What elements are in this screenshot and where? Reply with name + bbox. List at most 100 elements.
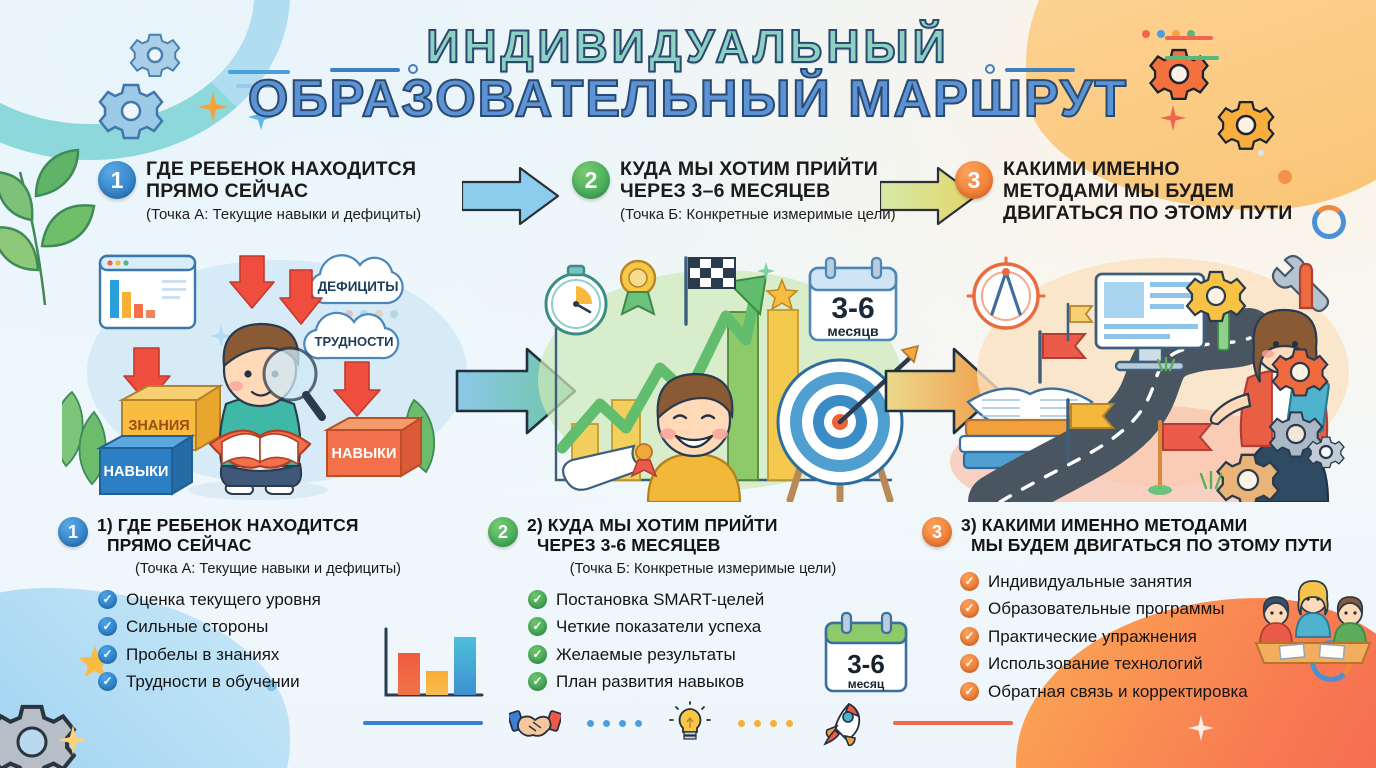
list-item: ✓ Пробелы в знаниях (98, 641, 478, 669)
summary-heading-1-line2: ПРЯМО СЕЙЧАС (106, 535, 252, 556)
flag-marker-red-1 (1038, 330, 1088, 384)
list-item-label: Образовательные программы (988, 599, 1225, 619)
summary-heading-2-line2: ЧЕРЕЗ 3-6 МЕСЯЦЕВ (536, 535, 721, 556)
step-heading-3-line3: ДВИГАТЬСЯ ПО ЭТОМУ ПУТИ (1003, 202, 1293, 225)
step-heading-3-line2: МЕТОДАМИ МЫ БУДЕМ (1003, 180, 1235, 203)
open-book-icon (208, 429, 312, 469)
footer-dots-right (738, 719, 793, 727)
arrow-down-red-1 (229, 255, 275, 309)
illustration-panel-3 (950, 254, 1349, 502)
illustration-panel-2: 3-6 месяцв (538, 256, 920, 502)
cloud-difficulties: ТРУДНОСТИ (303, 311, 400, 360)
cloud-label-deficits: ДЕФИЦИТЫ (318, 279, 399, 294)
step-heading-1-line2: ПРЯМО СЕЙЧАС (146, 180, 309, 203)
summary-block-3: 3 3) КАКИМИ ИМЕННО МЕТОДАМИ МЫ БУДЕМ ДВИ… (922, 515, 1372, 706)
cloud-deficits: ДЕФИЦИТЫ (309, 254, 404, 305)
lightbulb-icon (669, 701, 711, 740)
title-line-2: ОБРАЗОВАТЕЛЬНЫЙ МАРШРУТ (247, 70, 1129, 129)
check-icon: ✓ (528, 672, 547, 692)
mini-calendar-big: 3-6 (847, 649, 885, 679)
footer-decor-strip (0, 700, 1376, 746)
list-item-label: Трудности в обучении (126, 672, 300, 692)
check-icon: ✓ (960, 571, 979, 591)
check-icon: ✓ (98, 589, 117, 609)
mini-calendar-icon: 3-6 месяц (824, 611, 908, 693)
header-arrow-2-to-3 (880, 166, 978, 226)
footer-dots-left (587, 719, 642, 727)
medal-icon (619, 259, 657, 316)
calendar-3-6-months: 3-6 месяцв (808, 256, 898, 342)
check-icon: ✓ (98, 617, 117, 637)
summary-heading-1-line1: 1) ГДЕ РЕБЕНОК НАХОДИТСЯ (97, 515, 359, 535)
list-item: ✓ Образовательные программы (960, 595, 1367, 623)
step-header-3: 3 КАКИМИ ИМЕННО МЕТОДАМИ МЫ БУДЕМ ДВИГАТ… (955, 158, 1292, 225)
summary-badge-2: 2 (488, 517, 518, 547)
boy-smiling-illustration (646, 372, 742, 502)
star-icon-panel2 (765, 277, 799, 311)
dashboard-window-icon (98, 254, 197, 330)
check-icon: ✓ (960, 599, 979, 619)
mini-calendar-small: месяц (848, 677, 885, 691)
check-icon: ✓ (98, 644, 117, 664)
list-item-label: Обратная связь и корректировка (988, 681, 1248, 701)
summary-badge-1: 1 (58, 517, 88, 547)
step-heading-1-line1: ГДЕ РЕБЕНОК НАХОДИТСЯ (146, 158, 417, 180)
boy-reading-illustration (188, 322, 328, 500)
summary-subtitle-1: (Точка А: Текущие навыки и дефициты) (135, 560, 401, 577)
decor-dot-a (1258, 150, 1264, 156)
header-arrow-1-to-2 (462, 166, 560, 226)
summary-list-3: ✓Индивидуальные занятия ✓ Образовательные… (960, 568, 1367, 706)
list-item-label: Пробелы в знаниях (126, 644, 280, 664)
check-icon: ✓ (528, 617, 547, 637)
summary-heading-3-line2: МЫ БУДЕМ ДВИГАТЬСЯ ПО ЭТОМУ ПУТИ (970, 535, 1333, 556)
summary-heading-3-line1: 3) КАКИМИ ИМЕННО МЕТОДАМИ (961, 515, 1248, 535)
check-icon: ✓ (528, 644, 547, 664)
list-item-label: План развития навыков (556, 672, 745, 692)
gear-icon-panel3-orange (1271, 348, 1329, 397)
sparkle-panel2 (757, 262, 775, 280)
flag-marker-red-2 (1148, 420, 1214, 495)
kids-at-table-icon (1254, 580, 1372, 664)
summary-heading-2-line1: 2) КУДА МЫ ХОТИМ ПРИЙТИ (527, 515, 778, 535)
list-item: ✓Индивидуальные занятия (960, 568, 1367, 596)
box-label-skills-orange: НАВЫКИ (332, 446, 397, 462)
poster-title: ИНДИВИДУАЛЬНЫЙ ОБРАЗОВАТЕЛЬНЫЙ МАРШРУТ (0, 21, 1376, 129)
arrow-down-red-2 (279, 269, 323, 325)
footer-line-right (893, 721, 1013, 725)
list-item-label: Использование технологий (988, 654, 1203, 674)
footer-line-left (363, 721, 483, 725)
step-heading-3-line1: КАКИМИ ИМЕННО (1003, 158, 1180, 180)
flag-marker-small (1066, 302, 1094, 342)
box-skills-blue: НАВЫКИ (96, 434, 196, 496)
list-item: ✓Оценка текущего уровня (98, 586, 478, 614)
list-item: ✓Сильные стороны (98, 613, 478, 641)
arrow-fletching (900, 344, 920, 364)
gear-icon-panel3-tan (1216, 453, 1280, 502)
summary-badge-3: 3 (922, 517, 952, 547)
list-item: ✓ Обратная связь и корректировка (960, 678, 1367, 706)
grass-decor (1156, 356, 1223, 490)
handshake-icon (509, 710, 561, 737)
screwdriver-icon (1298, 262, 1314, 310)
gear-icon-panel3-small (1307, 436, 1345, 469)
calendar-big-label: 3-6 (831, 292, 874, 325)
step-header-1: 1 ГДЕ РЕБЕНОК НАХОДИТСЯ ПРЯМО СЕЙЧАС (То… (98, 158, 421, 223)
check-icon: ✓ (960, 626, 979, 646)
list-item: ✓Желаемые результаты (528, 641, 918, 669)
dartboard-target-icon (776, 344, 920, 502)
step-subtitle-1: (Точка А: Текущие навыки и дефициты) (146, 206, 422, 224)
step-heading-2-line1: КУДА МЫ ХОТИМ ПРИЙТИ (620, 158, 878, 180)
flag-marker-yellow (1066, 398, 1116, 462)
arrow-shaft (837, 353, 915, 425)
list-item-label: Практические упражнения (988, 626, 1197, 646)
calendar-small-label: месяцв (827, 323, 879, 339)
step-number-badge-3: 3 (955, 161, 993, 199)
list-item: ✓ Использование технологий (960, 650, 1367, 678)
box-skills-orange: НАВЫКИ (323, 416, 425, 478)
list-item: ✓ Трудности в обучении (98, 668, 478, 696)
check-icon: ✓ (98, 672, 117, 692)
check-icon: ✓ (960, 654, 979, 674)
summary-block-2: 2 2) КУДА МЫ ХОТИМ ПРИЙТИ ЧЕРЕЗ 3-6 МЕСЯ… (488, 515, 918, 696)
box-label-skills-blue: НАВЫКИ (104, 464, 169, 480)
check-icon: ✓ (960, 681, 979, 701)
